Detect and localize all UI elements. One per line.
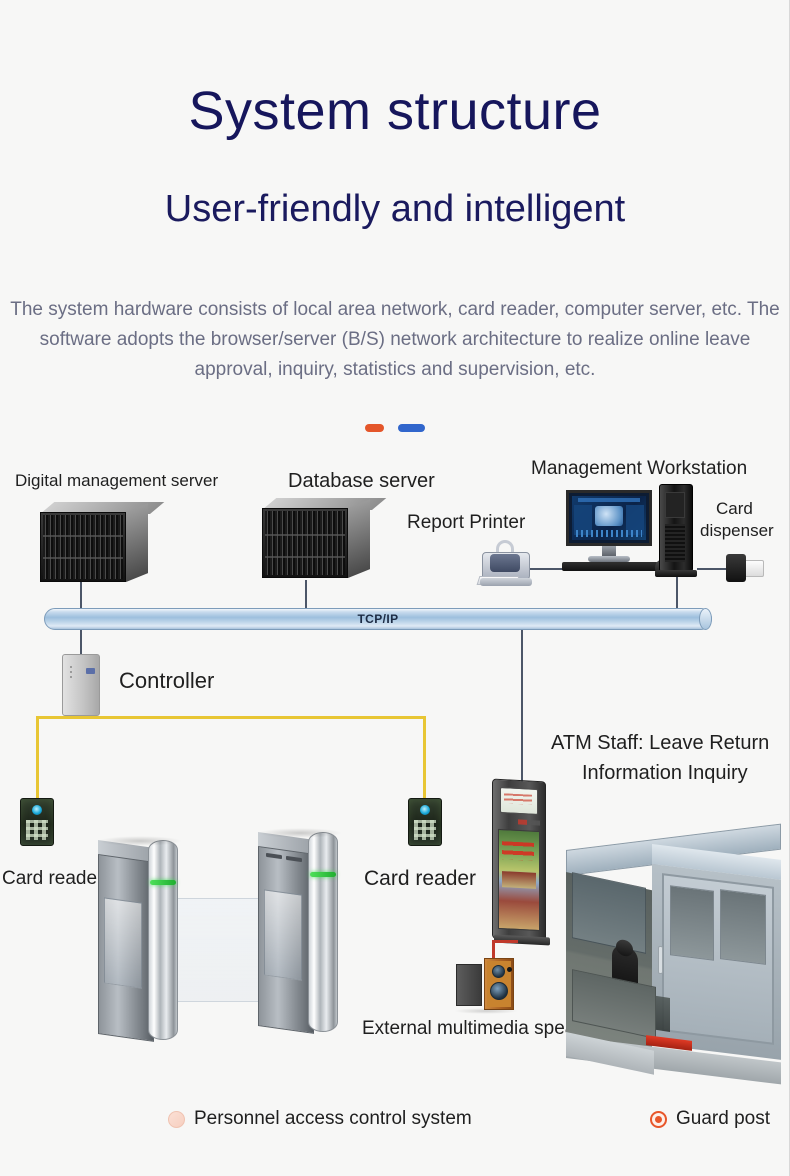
page-title: System structure	[188, 81, 602, 141]
legend-label: Guard post	[676, 1108, 770, 1129]
dashboard-bar-chart	[576, 530, 642, 537]
label-atm-line1: ATM Staff: Leave Return	[551, 732, 770, 754]
speaker-woofer	[490, 982, 508, 1000]
label-management-workstation: Management Workstation	[531, 458, 748, 479]
rack-strip	[265, 534, 345, 536]
tower-drive-bay	[665, 492, 685, 518]
monitor-neck	[602, 546, 616, 556]
speaker-left-unit	[456, 964, 482, 1006]
reader-led-icon	[420, 805, 430, 815]
gate-glass-barrier	[174, 898, 270, 1002]
label-database-server: Database server	[288, 470, 435, 492]
reader-keypad	[26, 820, 48, 840]
gate-window	[104, 897, 142, 989]
bus-end-cap	[699, 608, 712, 630]
label-controller: Controller	[119, 668, 215, 693]
label-atm-line2: Information Inquiry	[582, 762, 748, 784]
gate-pillar	[148, 840, 178, 1040]
speaker-shadow	[454, 1008, 518, 1014]
dashboard-left-panel	[574, 505, 592, 535]
label-card-dispenser-line1: Card	[716, 499, 753, 518]
reader-bus-right-drop	[423, 716, 426, 800]
monitor-screen	[566, 490, 652, 546]
dispenser-body	[726, 554, 746, 582]
controller-led	[86, 668, 95, 674]
link-workstation-to-bus	[676, 577, 678, 612]
rack-blades	[265, 511, 345, 575]
controller-indicator-dots	[70, 666, 72, 678]
accent-pills	[0, 419, 790, 437]
gate-status-led-icon	[150, 880, 176, 885]
label-card-reader-left: Card reader	[2, 868, 104, 889]
kiosk-screen-text	[504, 793, 532, 805]
link-bus-to-controller	[80, 630, 82, 656]
label-external-speaker: External multimedia speaker	[362, 1018, 602, 1039]
booth-door-handle	[658, 946, 663, 974]
gate-status-led-icon	[310, 872, 336, 877]
gate-window	[264, 889, 302, 981]
gate-shadow	[98, 836, 182, 846]
speaker-tweeter	[492, 965, 505, 978]
page-subtitle: User-friendly and intelligent	[164, 188, 626, 230]
speaker-button	[507, 967, 512, 972]
rack-side	[348, 499, 370, 578]
rack-strip	[43, 535, 123, 537]
legend-item-guard-post: Guard post	[650, 1108, 770, 1130]
gate-shadow	[258, 828, 342, 838]
dashboard-center-graphic	[595, 506, 623, 526]
tower-vent	[665, 524, 685, 562]
system-architecture-diagram: Digital management server Database serve…	[0, 440, 790, 1176]
reader-bus-horizontal	[36, 716, 426, 719]
controller-box	[62, 654, 100, 716]
kiosk-poster-building	[502, 871, 536, 889]
link-server1-to-bus	[80, 582, 82, 612]
rack-blades	[43, 515, 123, 579]
intro-paragraph: The system hardware consists of local ar…	[10, 299, 780, 380]
label-card-reader-right: Card reader	[364, 867, 477, 890]
dashboard-right-panel	[626, 505, 644, 535]
reader-keypad	[414, 820, 436, 840]
reader-led-icon	[32, 805, 42, 815]
printer-lid	[496, 540, 514, 554]
legend-label: Personnel access control system	[194, 1108, 472, 1129]
tcpip-label: TCP/IP	[357, 612, 399, 626]
booth-door-glass	[670, 885, 714, 961]
gate-pillar	[308, 832, 338, 1032]
speaker-cable-horizontal	[492, 940, 518, 943]
accent-pill-orange	[365, 423, 385, 432]
kiosk-logo	[518, 819, 540, 826]
link-tower-to-dispenser	[697, 568, 727, 570]
rack-strip	[265, 556, 345, 558]
booth-door-glass	[720, 889, 766, 965]
dashboard-title-bar	[578, 498, 640, 502]
tower-base	[655, 570, 697, 577]
accent-pill-blue	[397, 423, 425, 432]
speaker-cable-vertical	[492, 942, 495, 966]
monitor-dashboard	[572, 496, 646, 540]
link-server2-to-bus	[305, 580, 307, 612]
reader-bus-left-drop	[36, 716, 39, 800]
keyboard-icon	[562, 562, 658, 571]
monitor-stand	[588, 556, 630, 562]
rack-side	[126, 503, 148, 582]
link-bus-to-kiosk	[521, 630, 523, 782]
legend-marker-solid-circle-icon	[650, 1110, 667, 1128]
label-report-printer: Report Printer	[407, 512, 526, 533]
printer-drum	[490, 554, 520, 572]
legend-marker-pale-circle-icon	[168, 1110, 185, 1128]
rack-strip	[43, 557, 123, 559]
printer-base	[480, 578, 532, 586]
label-card-dispenser-line2: dispenser	[700, 521, 774, 540]
kiosk-poster-text	[502, 841, 534, 861]
tcpip-backbone: TCP/IP	[44, 608, 712, 630]
label-digital-management-server: Digital management server	[15, 471, 219, 490]
legend-item-personnel-access: Personnel access control system	[168, 1108, 472, 1130]
link-printer-to-workstation	[530, 568, 570, 570]
